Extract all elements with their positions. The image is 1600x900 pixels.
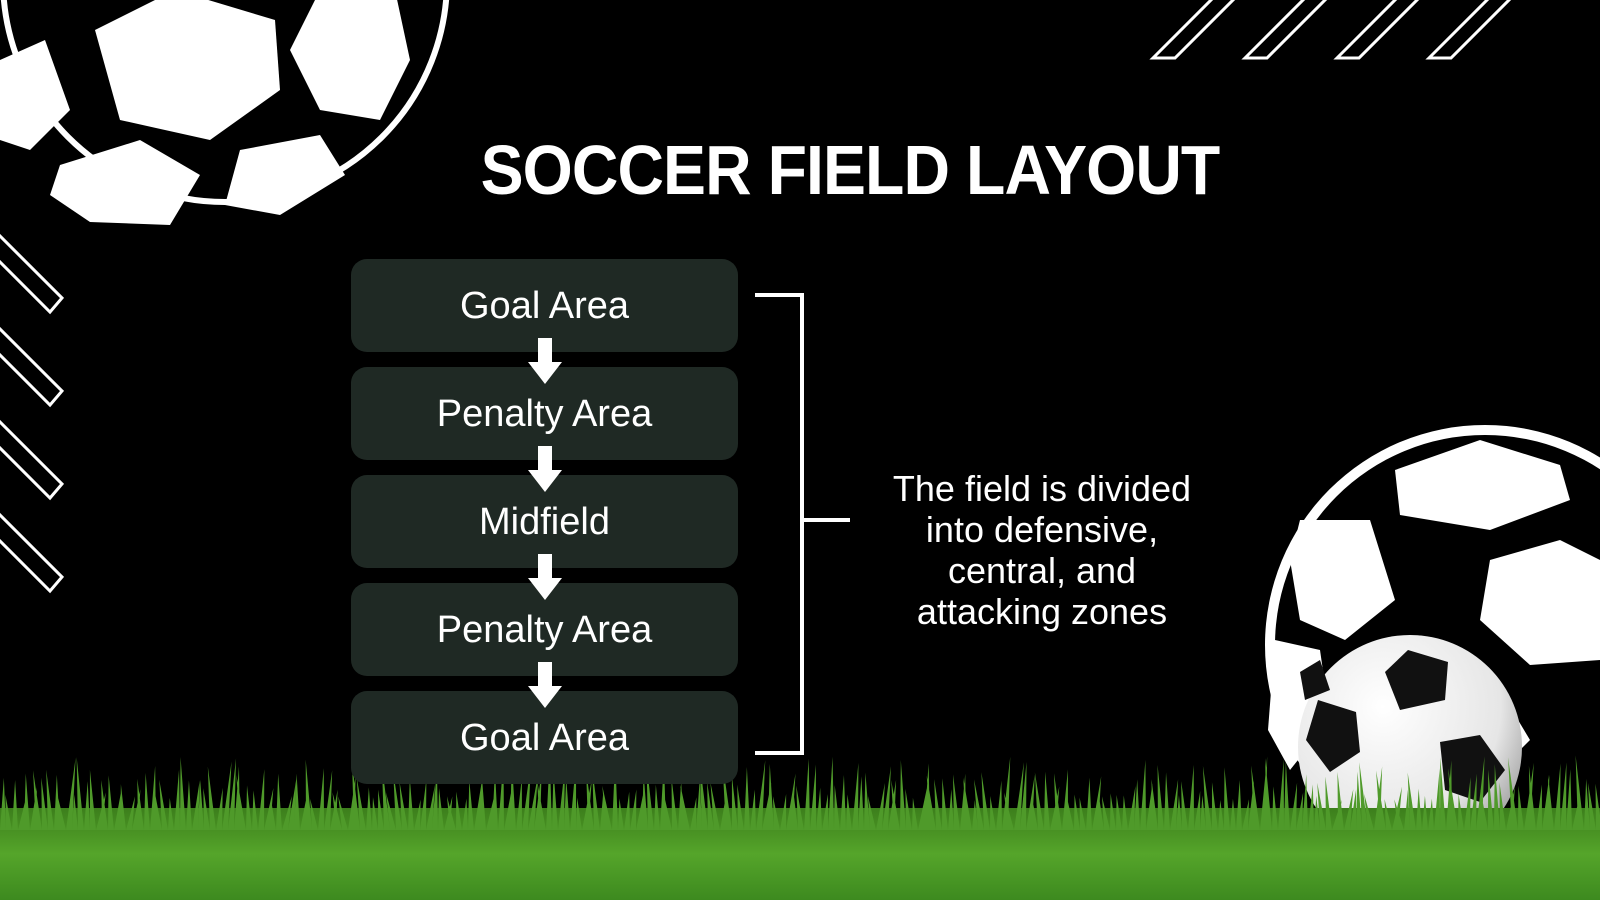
down-arrow-icon (528, 338, 562, 384)
zones-description: The field is divided into defensive, cen… (892, 468, 1192, 632)
stage-goal-area-top: Goal Area (351, 259, 738, 352)
down-arrow-icon (528, 554, 562, 600)
bracket-connector (755, 293, 850, 755)
down-arrow-icon (528, 662, 562, 708)
stripe-decoration (0, 233, 65, 594)
grass-strip (0, 755, 1600, 900)
stripe-decoration (1149, 0, 1512, 60)
page-title: SOCCER FIELD LAYOUT (480, 131, 1221, 209)
soccer-ball-icon (0, 0, 450, 225)
down-arrow-icon (528, 446, 562, 492)
